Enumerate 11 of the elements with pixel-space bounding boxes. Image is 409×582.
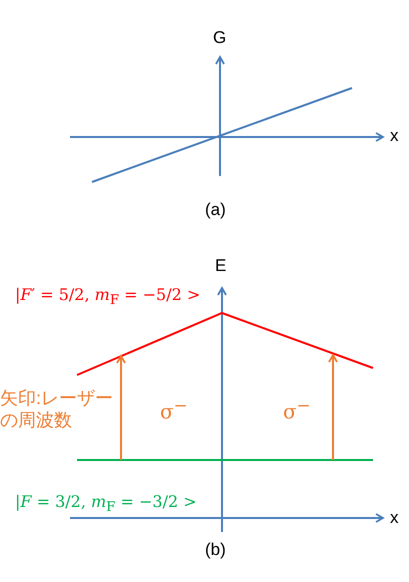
state-label: |F = 3/2, m$_{F}$ = −3/2 > [15, 492, 197, 516]
panel-label: (b) [205, 540, 226, 560]
state-label: |F′ = 5/2, m$_{F}$ = −5/2 > [15, 285, 200, 310]
polarization-label: σ$^{−}$ [160, 396, 188, 424]
axis-label: E [215, 256, 226, 276]
note-text: 矢印:レーザーの周波数 [0, 388, 114, 432]
axis-label: x [390, 508, 398, 528]
polarization-label: σ$^{−}$ [283, 396, 311, 424]
axis-label: x [390, 126, 398, 146]
axis-label: G [213, 28, 226, 48]
panel-label: (a) [205, 200, 226, 220]
